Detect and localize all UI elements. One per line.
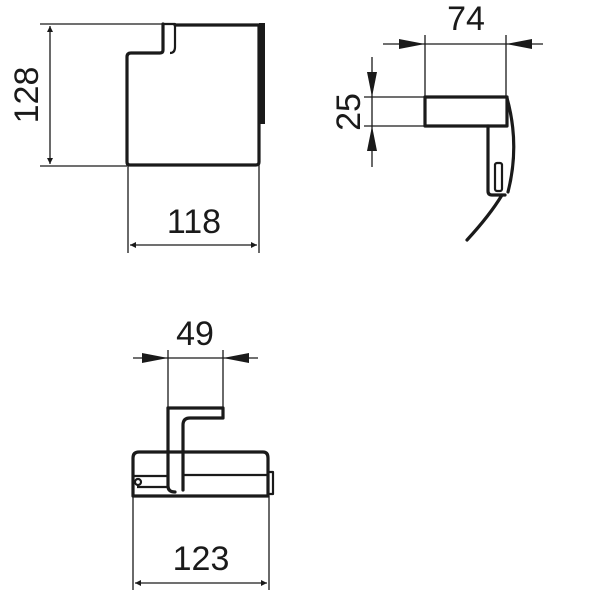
arm-arrow-right: [223, 353, 249, 363]
top-view-arm-left: [166, 406, 177, 494]
front-view-wall-plate: [259, 23, 265, 124]
arm-arrow-left: [142, 353, 168, 363]
front-height-label: 128: [8, 67, 46, 124]
side-view-slot: [493, 161, 504, 193]
side-thickness-label: 25: [330, 93, 368, 131]
side-view-arm: [423, 95, 509, 128]
top-arm-label: 49: [176, 315, 214, 353]
top-view: 49 123: [131, 315, 275, 590]
front-view-body-outline: [125, 22, 261, 167]
side-depth-label: 74: [447, 0, 485, 38]
side-view-flap-lower: [465, 193, 504, 242]
thickness-arrow-bottom: [367, 126, 377, 151]
side-view-holder: [486, 124, 507, 197]
front-width-label: 118: [167, 203, 221, 241]
top-view-body: [131, 450, 270, 498]
front-view-top-slot: [163, 22, 177, 55]
side-view-curved-flap: [505, 96, 516, 194]
front-view: 128 118: [8, 22, 265, 253]
top-width-label: 123: [173, 540, 230, 578]
depth-arrow-left: [399, 39, 425, 49]
top-view-end-cap: [266, 470, 275, 496]
side-view: 74 25: [330, 0, 543, 242]
depth-arrow-right: [506, 39, 532, 49]
top-view-arm: [166, 406, 225, 492]
top-view-pin: [133, 477, 143, 487]
thickness-arrow-top: [367, 72, 377, 97]
